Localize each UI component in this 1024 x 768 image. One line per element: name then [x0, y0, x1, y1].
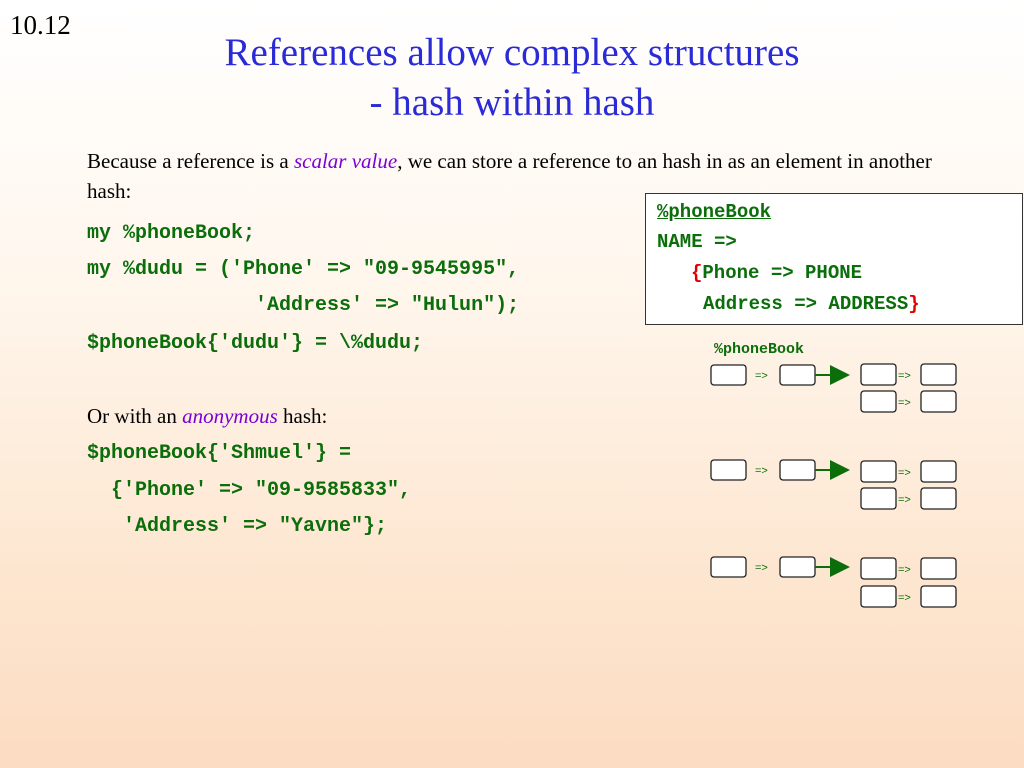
- inner-key-box: [860, 557, 897, 580]
- inner-value-box: [920, 487, 957, 510]
- legend-phone-text: Phone => PHONE: [702, 262, 863, 284]
- outer-value-box: [779, 556, 816, 578]
- intro-text-after: , we can store a reference to an hash in…: [87, 149, 932, 203]
- legend-open-brace: {: [691, 262, 703, 284]
- inner-key-box: [860, 460, 897, 483]
- anon-emphasis: anonymous: [182, 404, 278, 428]
- outer-arrow-text: =>: [755, 562, 768, 574]
- inner-value-box: [920, 557, 957, 580]
- title-line-1: References allow complex structures: [224, 31, 800, 74]
- inner-key-box: [860, 585, 897, 608]
- code-line: $phoneBook{'dudu'} = \%dudu;: [87, 332, 424, 355]
- inner-value-box: [920, 363, 957, 386]
- inner-value-box: [920, 390, 957, 413]
- intro-paragraph: Because a reference is a scalar value, w…: [87, 146, 957, 206]
- diagram-label: %phoneBook: [714, 341, 805, 358]
- inner-key-box: [860, 363, 897, 386]
- code-line: 'Address' => "Yavne"};: [87, 515, 388, 538]
- outer-key-box: [710, 364, 747, 386]
- legend-close-brace: }: [908, 293, 920, 315]
- legend-title: %phoneBook: [657, 201, 772, 223]
- legend-address-text: Address => ADDRESS: [703, 293, 909, 315]
- code-line: 'Address' => "Hulun");: [87, 294, 520, 317]
- outer-arrow-text: =>: [755, 465, 768, 477]
- code-line: {'Phone' => "09-9585833",: [87, 479, 412, 502]
- slide-title: References allow complex structures - ha…: [0, 28, 1024, 128]
- legend-name-line: NAME =>: [657, 231, 737, 253]
- legend-phone-line: {Phone => PHONE: [691, 262, 862, 284]
- inner-arrow-text: =>: [898, 397, 911, 409]
- inner-value-box: [920, 585, 957, 608]
- inner-arrow-text: =>: [898, 370, 911, 382]
- inner-value-box: [920, 460, 957, 483]
- structure-legend-box: %phoneBook NAME => {Phone => PHONE Addre…: [645, 193, 1023, 325]
- code-line: my %dudu = ('Phone' => "09-9545995",: [87, 258, 520, 281]
- outer-key-box: [710, 459, 747, 481]
- inner-arrow-text: =>: [898, 467, 911, 479]
- anon-text-before: Or with an: [87, 404, 183, 428]
- intro-emphasis: scalar value: [293, 149, 398, 173]
- inner-arrow-text: =>: [898, 592, 911, 604]
- intro-text-before: Because a reference is a: [87, 149, 294, 173]
- anonymous-paragraph: Or with an anonymous hash:: [87, 404, 327, 429]
- outer-value-box: [779, 364, 816, 386]
- outer-arrow-text: =>: [755, 370, 768, 382]
- inner-key-box: [860, 390, 897, 413]
- outer-value-box: [779, 459, 816, 481]
- slide-number: 10.12: [10, 10, 71, 40]
- code-line: $phoneBook{'Shmuel'} =: [87, 442, 352, 465]
- title-line-2: - hash within hash: [369, 81, 655, 124]
- outer-key-box: [710, 556, 747, 578]
- inner-arrow-text: =>: [898, 494, 911, 506]
- code-line: my %phoneBook;: [87, 222, 256, 245]
- inner-key-box: [860, 487, 897, 510]
- anon-text-after: hash:: [277, 404, 328, 428]
- legend-address-line: Address => ADDRESS}: [703, 293, 920, 315]
- inner-arrow-text: =>: [898, 564, 911, 576]
